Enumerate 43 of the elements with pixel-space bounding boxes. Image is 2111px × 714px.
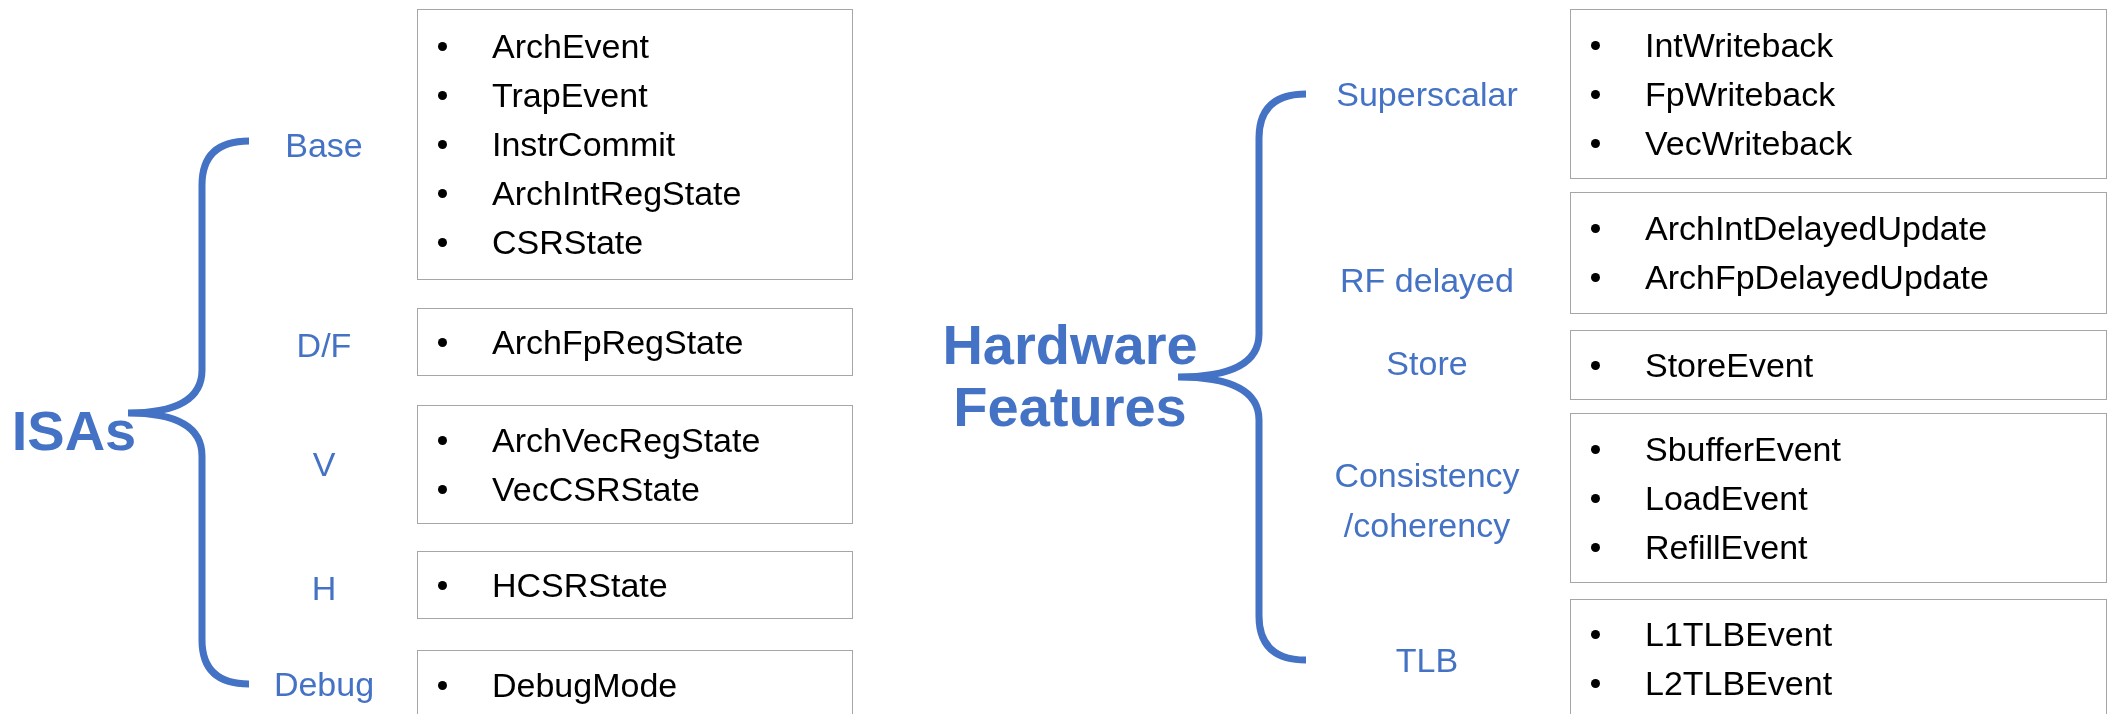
bullet-item: ArchFpDelayedUpdate bbox=[1645, 257, 1989, 298]
list-box bbox=[417, 405, 853, 524]
bullet-item: ArchIntDelayedUpdate bbox=[1645, 208, 1988, 249]
section-title: ISAs bbox=[10, 400, 138, 462]
category-label: RF delayed bbox=[1339, 260, 1515, 301]
bullet-item: L1TLBEvent bbox=[1645, 614, 1833, 655]
category-label: Consistency /coherency bbox=[1333, 455, 1521, 546]
list-box bbox=[1570, 330, 2107, 400]
bullet-item: VecCSRState bbox=[492, 468, 700, 510]
list-box bbox=[1570, 192, 2107, 314]
bullet-item: CSRState bbox=[492, 222, 644, 263]
section-title: Hardware Features bbox=[941, 314, 1199, 438]
bullet-item: VecWriteback bbox=[1645, 122, 1853, 164]
category-label: Superscalar bbox=[1335, 74, 1519, 115]
bullet-item: ArchIntRegState bbox=[492, 173, 742, 214]
list-box bbox=[417, 308, 853, 376]
bullet-item: TrapEvent bbox=[492, 75, 648, 116]
bullet-item: IntWriteback bbox=[1645, 24, 1834, 66]
bullet-item: StoreEvent bbox=[1645, 344, 1814, 386]
list-box bbox=[1570, 9, 2107, 179]
bullet-item: HCSRState bbox=[492, 564, 668, 606]
bullet-item: FpWriteback bbox=[1645, 73, 1836, 115]
bullet-item: LoadEvent bbox=[1645, 477, 1808, 519]
category-label: Base bbox=[284, 125, 364, 166]
category-label: V bbox=[311, 444, 337, 485]
category-label: Store bbox=[1385, 343, 1469, 384]
bullet-item: ArchFpRegState bbox=[492, 321, 744, 363]
bullet-item: L2TLBEvent bbox=[1645, 663, 1833, 704]
bullet-item: DebugMode bbox=[492, 664, 678, 706]
bullet-item: RefillEvent bbox=[1645, 526, 1808, 568]
bullet-item: SbufferEvent bbox=[1645, 428, 1841, 470]
bullet-item: ArchVecRegState bbox=[492, 419, 761, 461]
list-box bbox=[1570, 599, 2107, 714]
list-box bbox=[1570, 413, 2107, 583]
category-label: Debug bbox=[272, 664, 376, 705]
category-label: TLB bbox=[1394, 640, 1460, 681]
list-box bbox=[417, 650, 853, 714]
list-box bbox=[417, 9, 853, 280]
bullet-item: InstrCommit bbox=[492, 124, 676, 165]
bullet-item: ArchEvent bbox=[492, 26, 649, 67]
list-box bbox=[417, 551, 853, 619]
category-label: H bbox=[310, 568, 338, 609]
category-label: D/F bbox=[295, 325, 353, 366]
